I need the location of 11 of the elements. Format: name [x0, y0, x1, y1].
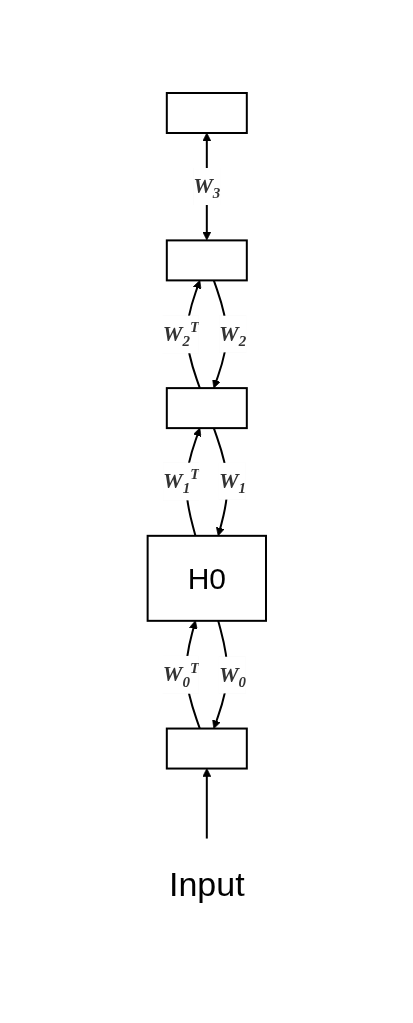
edge-label: W$_{0}$ [218, 661, 246, 691]
node-box [165, 727, 248, 770]
node-text: Input [168, 864, 245, 903]
node-box [165, 239, 248, 282]
edge-label: W$_{1}$ [218, 467, 246, 497]
node-box [165, 92, 248, 135]
node-box: H0 [146, 535, 267, 623]
node-box [165, 387, 248, 430]
arrow [202, 768, 211, 840]
edge-label: W$_{2}$ [218, 320, 246, 350]
edge-label: W$_{3}$ [192, 173, 221, 202]
